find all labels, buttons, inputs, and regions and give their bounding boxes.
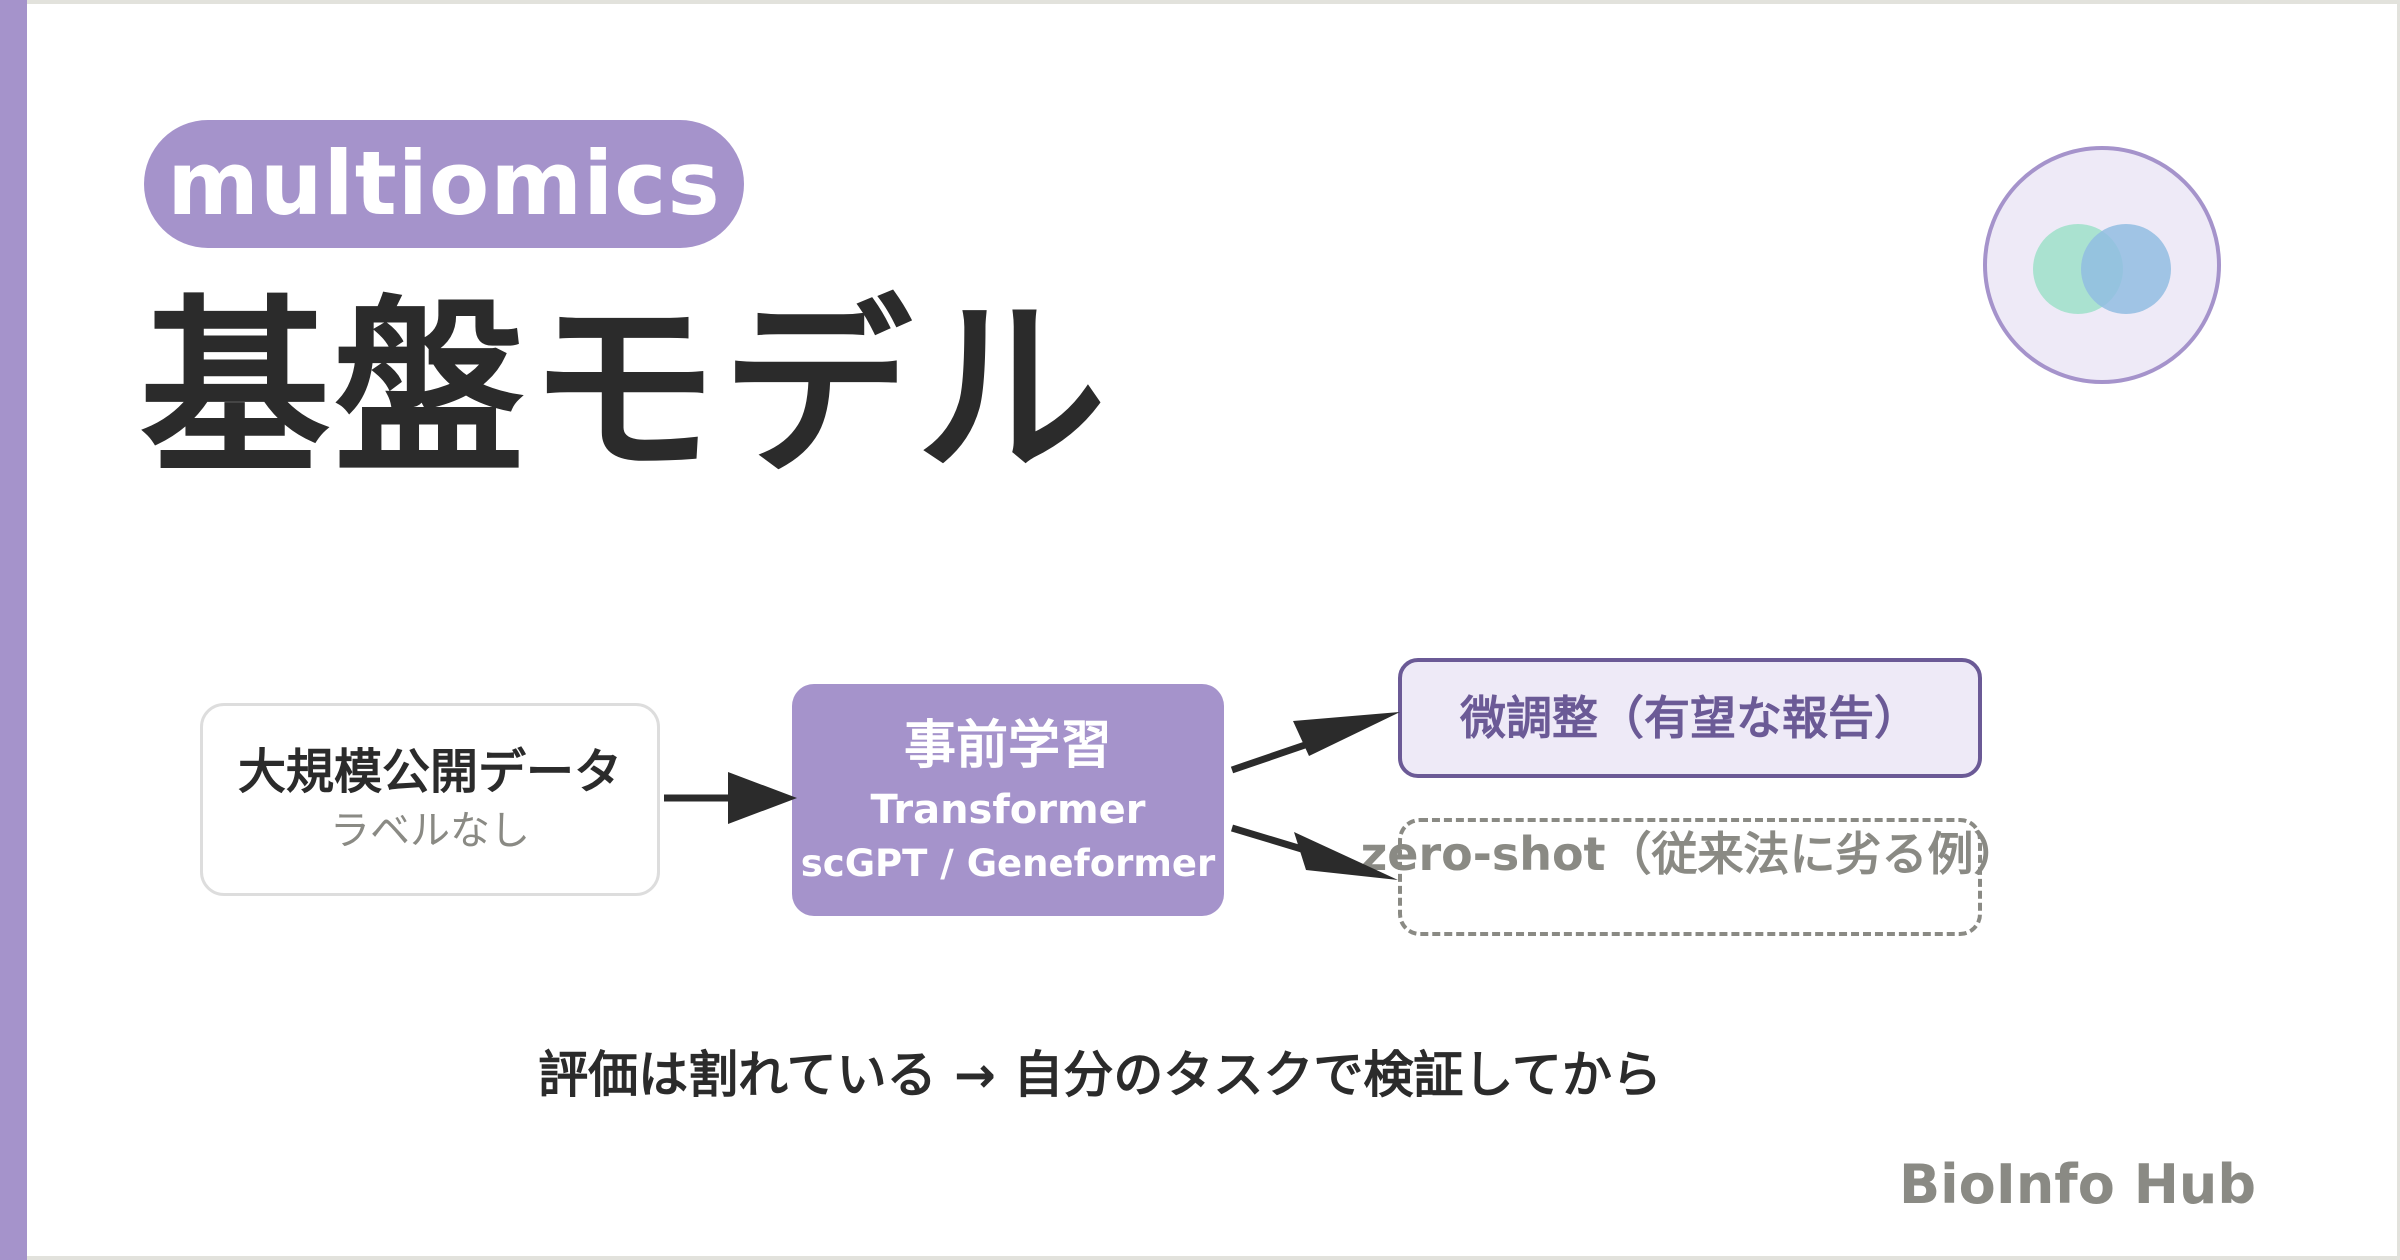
data-box-title: 大規模公開データ [237,743,622,800]
brand-label: BioInfo Hub [1899,1153,2256,1216]
zeroshot-box-label: zero-shot（従来法に劣る例） [1360,827,2020,881]
finetune-box-label: 微調整（有望な報告） [1460,691,1920,745]
evaluation-note: 評価は割れている → 自分のタスクで検証してから [538,1046,1662,1104]
finetune-box: 微調整（有望な報告） [1398,658,1982,778]
left-accent-bar [0,0,27,1260]
data-box-subtitle: ラベルなし [330,807,530,854]
right-border [2397,0,2400,1260]
arrow-data-to-pretrain [664,772,797,824]
bottom-border [0,1256,2400,1260]
top-border [0,0,2400,4]
arrow-pretrain-to-finetune [1230,712,1400,774]
data-box: 大規模公開データ ラベルなし [200,703,660,896]
logo-circle-blue [2081,224,2171,314]
pretrain-box-title: 事前学習 [903,716,1112,776]
overlapping-circles-logo-icon [1983,146,2221,384]
arrow-pretrain-to-zeroshot [1230,824,1398,880]
topic-tag: multiomics [144,120,744,248]
pretrain-box: 事前学習 Transformer scGPT / Geneformer [792,684,1224,916]
page-title: 基盤モデル [140,279,1111,500]
zeroshot-box: zero-shot（従来法に劣る例） [1360,818,2020,936]
pretrain-box-examples: scGPT / Geneformer [800,842,1216,885]
pretrain-box-model: Transformer [870,787,1146,833]
